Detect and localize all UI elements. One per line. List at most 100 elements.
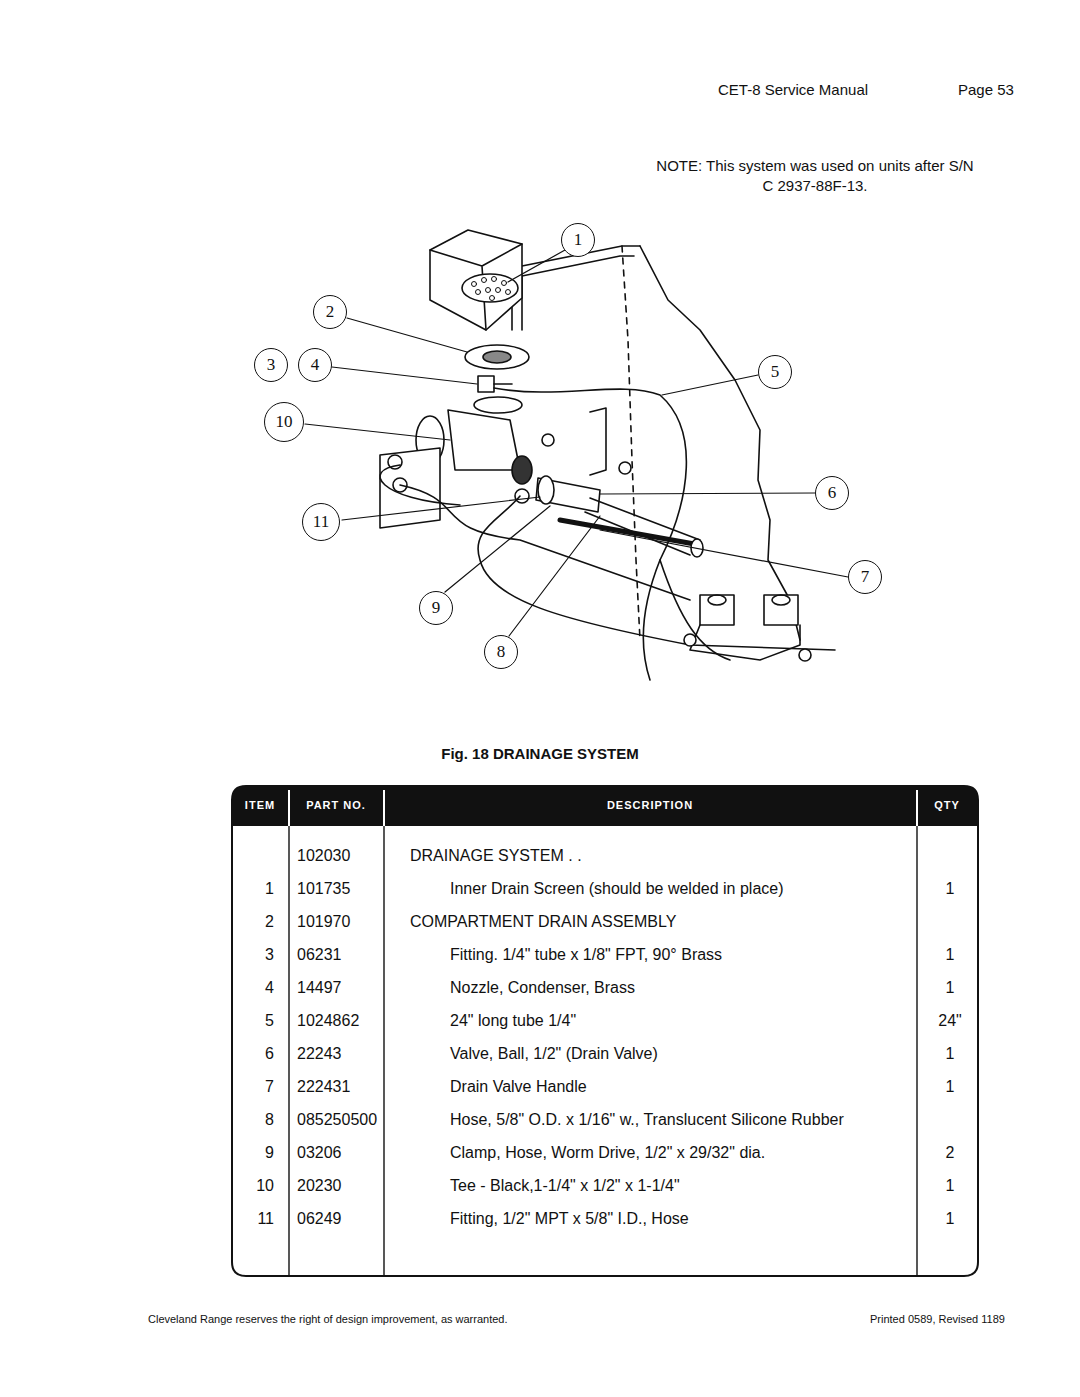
table-cell: 10 [256, 1176, 274, 1196]
leader-lines [305, 250, 848, 636]
table-cell: 1 [946, 1176, 955, 1196]
table-cell: 06249 [297, 1209, 342, 1229]
drain-screen [462, 274, 518, 302]
page-number: Page 53 [958, 80, 1014, 100]
page-header: CET-8 Service Manual [718, 80, 868, 100]
callout-number: 7 [861, 568, 870, 586]
callout-circle: 8 [484, 635, 518, 669]
callout-circle: 2 [313, 295, 347, 329]
callout-circle: 5 [758, 355, 792, 389]
nut [515, 489, 529, 503]
nozzle [494, 383, 512, 385]
panel-edge [522, 256, 634, 276]
table-cell: Fitting. 1/4" tube x 1/8" FPT, 90° Brass [450, 945, 722, 965]
tube [400, 485, 690, 600]
callout-circle: 6 [815, 476, 849, 510]
panel-break [640, 246, 800, 640]
table-cell: 1 [946, 1209, 955, 1229]
tube [478, 496, 835, 650]
table-cell: 14497 [297, 978, 342, 998]
footer-print-date: Printed 0589, Revised 1189 [870, 1312, 1005, 1326]
drain-housing [430, 230, 522, 330]
table-cell: 101735 [297, 879, 350, 899]
table-cell: DRAINAGE SYSTEM . . [410, 846, 582, 866]
bracket [590, 408, 606, 475]
callout-number: 11 [313, 513, 329, 531]
table-cell: 102030 [297, 846, 350, 866]
table-cell: 7 [265, 1077, 274, 1097]
table-cell: 6 [265, 1044, 274, 1064]
parts-table [232, 786, 978, 1276]
callout-number: 6 [828, 484, 837, 502]
table-cell: 22243 [297, 1044, 342, 1064]
table-cell: Hose, 5/8" O.D. x 1/16" w., Translucent … [450, 1110, 844, 1130]
table-cell: 5 [265, 1011, 274, 1031]
callout-number: 4 [311, 356, 320, 374]
nut [684, 634, 696, 646]
callout-circle: 1 [561, 223, 595, 257]
callout-number: 5 [771, 363, 780, 381]
table-cell: 222431 [297, 1077, 350, 1097]
hose [585, 498, 700, 555]
table-cell: 11 [257, 1209, 274, 1229]
solenoid-valve [700, 595, 734, 625]
table-cell: 085250500 [297, 1110, 377, 1130]
table-cell: 3 [265, 945, 274, 965]
table-cell: Inner Drain Screen (should be welded in … [450, 879, 784, 899]
fitting [478, 376, 494, 392]
solenoid-valve [708, 595, 726, 605]
table-cell: 2 [265, 912, 274, 932]
footer-note: Cleveland Range reserves the right of de… [148, 1312, 508, 1326]
callout-circle: 4 [298, 348, 332, 382]
table-cell: 101970 [297, 912, 350, 932]
nut [799, 649, 811, 661]
table-cell: Fitting, 1/2" MPT x 5/8" I.D., Hose [450, 1209, 689, 1229]
figure-caption: Fig. 18 DRAINAGE SYSTEM [441, 744, 639, 764]
table-cell: 20230 [297, 1176, 342, 1196]
drain-flange [465, 345, 529, 369]
table-header: DESCRIPTION [607, 798, 693, 812]
table-cell: Drain Valve Handle [450, 1077, 587, 1097]
table-cell: 1 [946, 978, 955, 998]
table-cell: 1 [946, 1044, 955, 1064]
callout-circle: 7 [848, 560, 882, 594]
drain-flange [483, 351, 511, 363]
callout-number: 3 [267, 356, 276, 374]
ball-valve [538, 476, 554, 504]
tube [380, 465, 460, 505]
table-cell: 4 [265, 978, 274, 998]
solenoid-valve [764, 595, 798, 625]
tee-end [474, 397, 522, 413]
table-cell: 9 [265, 1143, 274, 1163]
table-cell: 24" [938, 1011, 961, 1031]
callout-circle: 3 [254, 348, 288, 382]
table-cell: 2 [946, 1143, 955, 1163]
nut [619, 462, 631, 474]
screen-holes [472, 277, 511, 301]
valve-body [690, 625, 800, 660]
table-header: PART NO. [306, 798, 366, 812]
tee [448, 410, 520, 470]
drain-housing [430, 244, 522, 330]
callout-circle: 10 [264, 402, 304, 442]
table-cell: Clamp, Hose, Worm Drive, 1/2" x 29/32" d… [450, 1143, 765, 1163]
table-cell: 24" long tube 1/4" [450, 1011, 576, 1031]
callout-number: 10 [276, 413, 293, 431]
table-cell: Valve, Ball, 1/2" (Drain Valve) [450, 1044, 658, 1064]
table-cell: 1 [946, 1077, 955, 1097]
table-header: ITEM [245, 798, 275, 812]
table-cell: 03206 [297, 1143, 342, 1163]
callout-number: 1 [574, 231, 583, 249]
table-cell: 1 [265, 879, 274, 899]
note: NOTE: This system was used on units afte… [655, 156, 975, 196]
callout-number: 9 [432, 599, 441, 617]
callout-circle: 9 [419, 591, 453, 625]
table-cell: 06231 [297, 945, 342, 965]
solenoid-valve [772, 595, 790, 605]
table-cell: 1024862 [297, 1011, 359, 1031]
table-header: QTY [934, 798, 960, 812]
tube [494, 388, 686, 680]
table-cell: Tee - Black,1-1/4" x 1/2" x 1-1/4" [450, 1176, 680, 1196]
table-cell: Nozzle, Condenser, Brass [450, 978, 635, 998]
table-cell: 1 [946, 945, 955, 965]
